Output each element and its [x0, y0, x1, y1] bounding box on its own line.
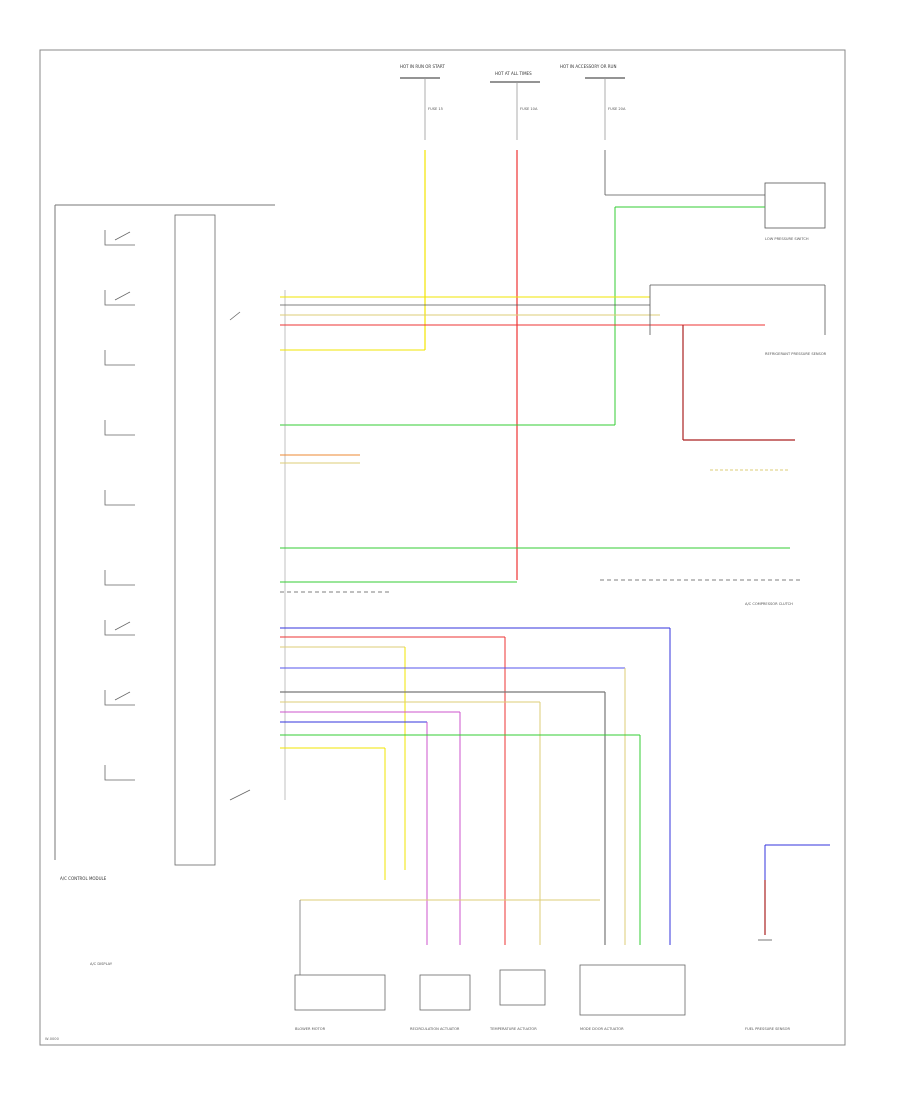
ac-compressor-label: A/C COMPRESSOR CLUTCH — [745, 602, 793, 606]
recirc-actuator: RECIRCULATION ACTUATOR — [410, 974, 471, 1031]
svg-text:FUEL PRESSURE SENSOR: FUEL PRESSURE SENSOR — [745, 1027, 791, 1031]
svg-text:FUSE 15: FUSE 15 — [428, 107, 443, 111]
svg-text:MODE DOOR ACTUATOR: MODE DOOR ACTUATOR — [580, 1027, 624, 1031]
ac-control-module: A/C CONTROL MODULE A/C DISPLAY — [54, 204, 275, 966]
footer-code: W-0000 — [45, 1037, 60, 1041]
svg-text:REFRIGERANT PRESSURE SENSOR: REFRIGERANT PRESSURE SENSOR — [765, 352, 827, 356]
svg-text:FUSE 10A: FUSE 10A — [520, 107, 538, 111]
low-pressure-switch: LOW PRESSURE SWITCH — [764, 182, 826, 241]
svg-text:FUSE 20A: FUSE 20A — [608, 107, 626, 111]
power-feed-3: HOT IN ACCESSORY OR RUN FUSE 20A — [560, 64, 626, 140]
mode-actuator: MODE DOOR ACTUATOR — [579, 964, 686, 1031]
svg-text:BLOWER MOTOR: BLOWER MOTOR — [295, 1027, 326, 1031]
svg-text:RECIRCULATION ACTUATOR: RECIRCULATION ACTUATOR — [410, 1027, 460, 1031]
svg-text:A/C CONTROL MODULE: A/C CONTROL MODULE — [60, 876, 107, 881]
svg-text:A/C DISPLAY: A/C DISPLAY — [90, 962, 113, 966]
svg-text:HOT IN RUN OR START: HOT IN RUN OR START — [400, 64, 445, 69]
svg-text:LOW PRESSURE SWITCH: LOW PRESSURE SWITCH — [765, 237, 809, 241]
svg-text:HOT AT ALL TIMES: HOT AT ALL TIMES — [495, 71, 532, 76]
svg-text:HOT IN ACCESSORY OR RUN: HOT IN ACCESSORY OR RUN — [560, 64, 616, 69]
svg-text:TEMPERATURE ACTUATOR: TEMPERATURE ACTUATOR — [489, 1027, 537, 1031]
temp-actuator: TEMPERATURE ACTUATOR — [489, 969, 546, 1031]
blower-motor: BLOWER MOTOR — [294, 974, 386, 1031]
module-switches — [104, 230, 251, 801]
power-feed-2: HOT AT ALL TIMES FUSE 10A — [490, 71, 540, 140]
power-feed-1: HOT IN RUN OR START FUSE 15 — [400, 64, 445, 140]
fuel-pressure-sensor: FUEL PRESSURE SENSOR — [745, 844, 830, 1031]
pressure-sensor: REFRIGERANT PRESSURE SENSOR — [649, 284, 827, 356]
diagram-border — [39, 49, 846, 1046]
